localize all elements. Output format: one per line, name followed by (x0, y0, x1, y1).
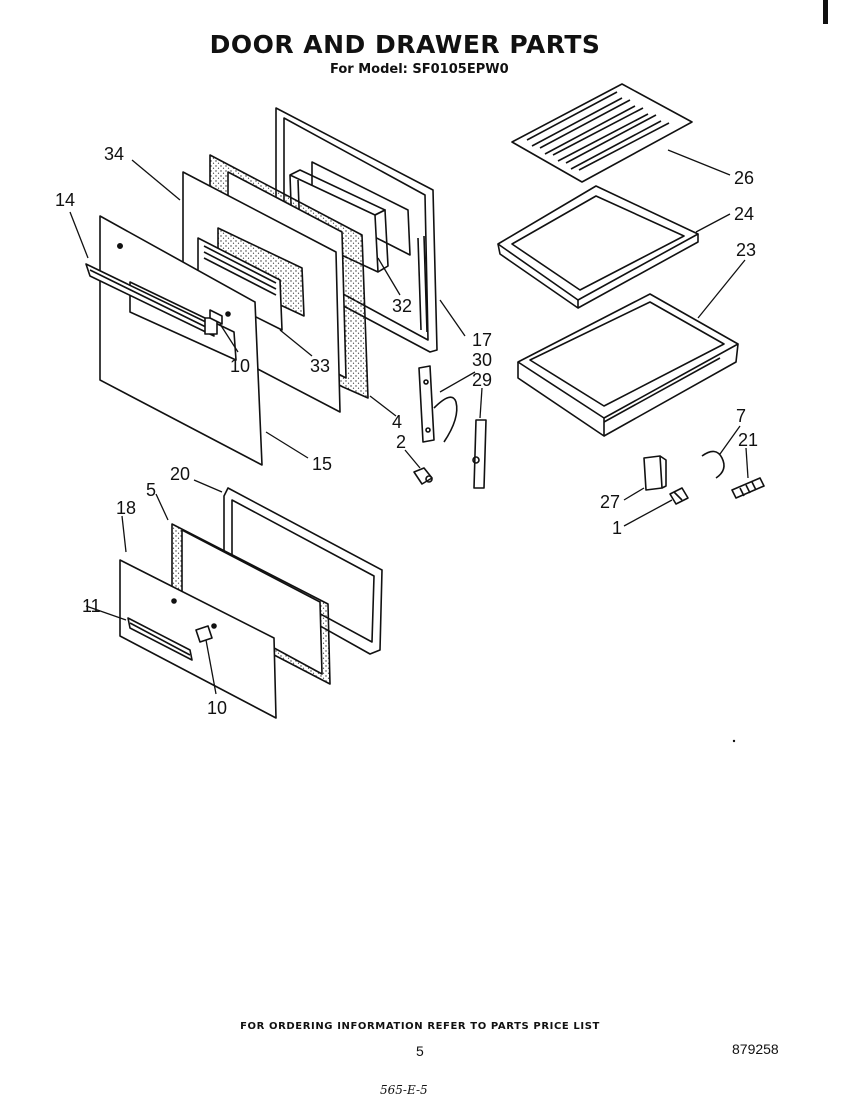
broiler-pan-part-24 (497, 185, 699, 309)
page-number: 5 (416, 1043, 424, 1059)
door-handle-part-14 (85, 263, 218, 337)
callout-10-lower: 10 (207, 698, 227, 718)
document-number: 879258 (732, 1041, 779, 1057)
callout-32: 32 (392, 296, 412, 316)
handle-mount-part-10-lower (195, 623, 217, 643)
leader-lines (69, 149, 749, 695)
callout-27: 27 (600, 492, 620, 512)
storage-drawer-part-23 (517, 293, 739, 437)
screw-part-1 (669, 487, 689, 505)
callout-10-upper: 10 (230, 356, 250, 376)
callout-23: 23 (736, 240, 756, 260)
edge-mark (823, 0, 828, 24)
callout-21: 21 (738, 430, 758, 450)
callout-20: 20 (170, 464, 190, 484)
drawer-handle-part-11 (127, 617, 193, 661)
stray-dot (732, 739, 736, 743)
callout-7: 7 (736, 406, 746, 426)
page-title: DOOR AND DRAWER PARTS (209, 30, 601, 59)
outer-door-part-15 (99, 215, 263, 466)
window-glass-part-33 (197, 237, 283, 331)
ordering-info-note: FOR ORDERING INFORMATION REFER TO PARTS … (240, 1021, 600, 1032)
hinge-part-30 (418, 365, 458, 443)
drawer-insulation-part-5 (171, 523, 331, 685)
callout-4: 4 (392, 412, 402, 432)
callout-30: 30 (472, 350, 492, 370)
drawer-bracket-part-27 (643, 455, 667, 491)
callout-1: 1 (612, 518, 622, 538)
callout-5: 5 (146, 480, 156, 500)
callout-14: 14 (55, 190, 75, 210)
callout-15: 15 (312, 454, 332, 474)
callout-11: 11 (82, 596, 101, 616)
handwritten-note: 565-E-5 (380, 1083, 428, 1097)
callout-33: 33 (310, 356, 330, 376)
hinge-receiver-part-29 (472, 419, 487, 489)
broiler-grid-part-26 (511, 83, 693, 183)
callout-17: 17 (472, 330, 492, 350)
handle-mount-part-10-upper (209, 309, 231, 325)
drawer-front-part-18 (119, 559, 277, 719)
callout-2: 2 (396, 432, 406, 452)
callout-34: 34 (104, 144, 124, 164)
callout-18: 18 (116, 498, 136, 518)
model-line: For Model: SF0105EPW0 (330, 62, 509, 77)
spring-clip-part-7 (701, 450, 725, 479)
callout-26: 26 (734, 168, 754, 188)
bumper-part-2 (413, 467, 433, 485)
callout-29: 29 (472, 370, 492, 390)
spring-part-21 (731, 477, 765, 499)
callout-24: 24 (734, 204, 754, 224)
callout-labels: 14 34 32 17 30 29 10 33 4 2 15 26 24 23 … (55, 144, 758, 718)
